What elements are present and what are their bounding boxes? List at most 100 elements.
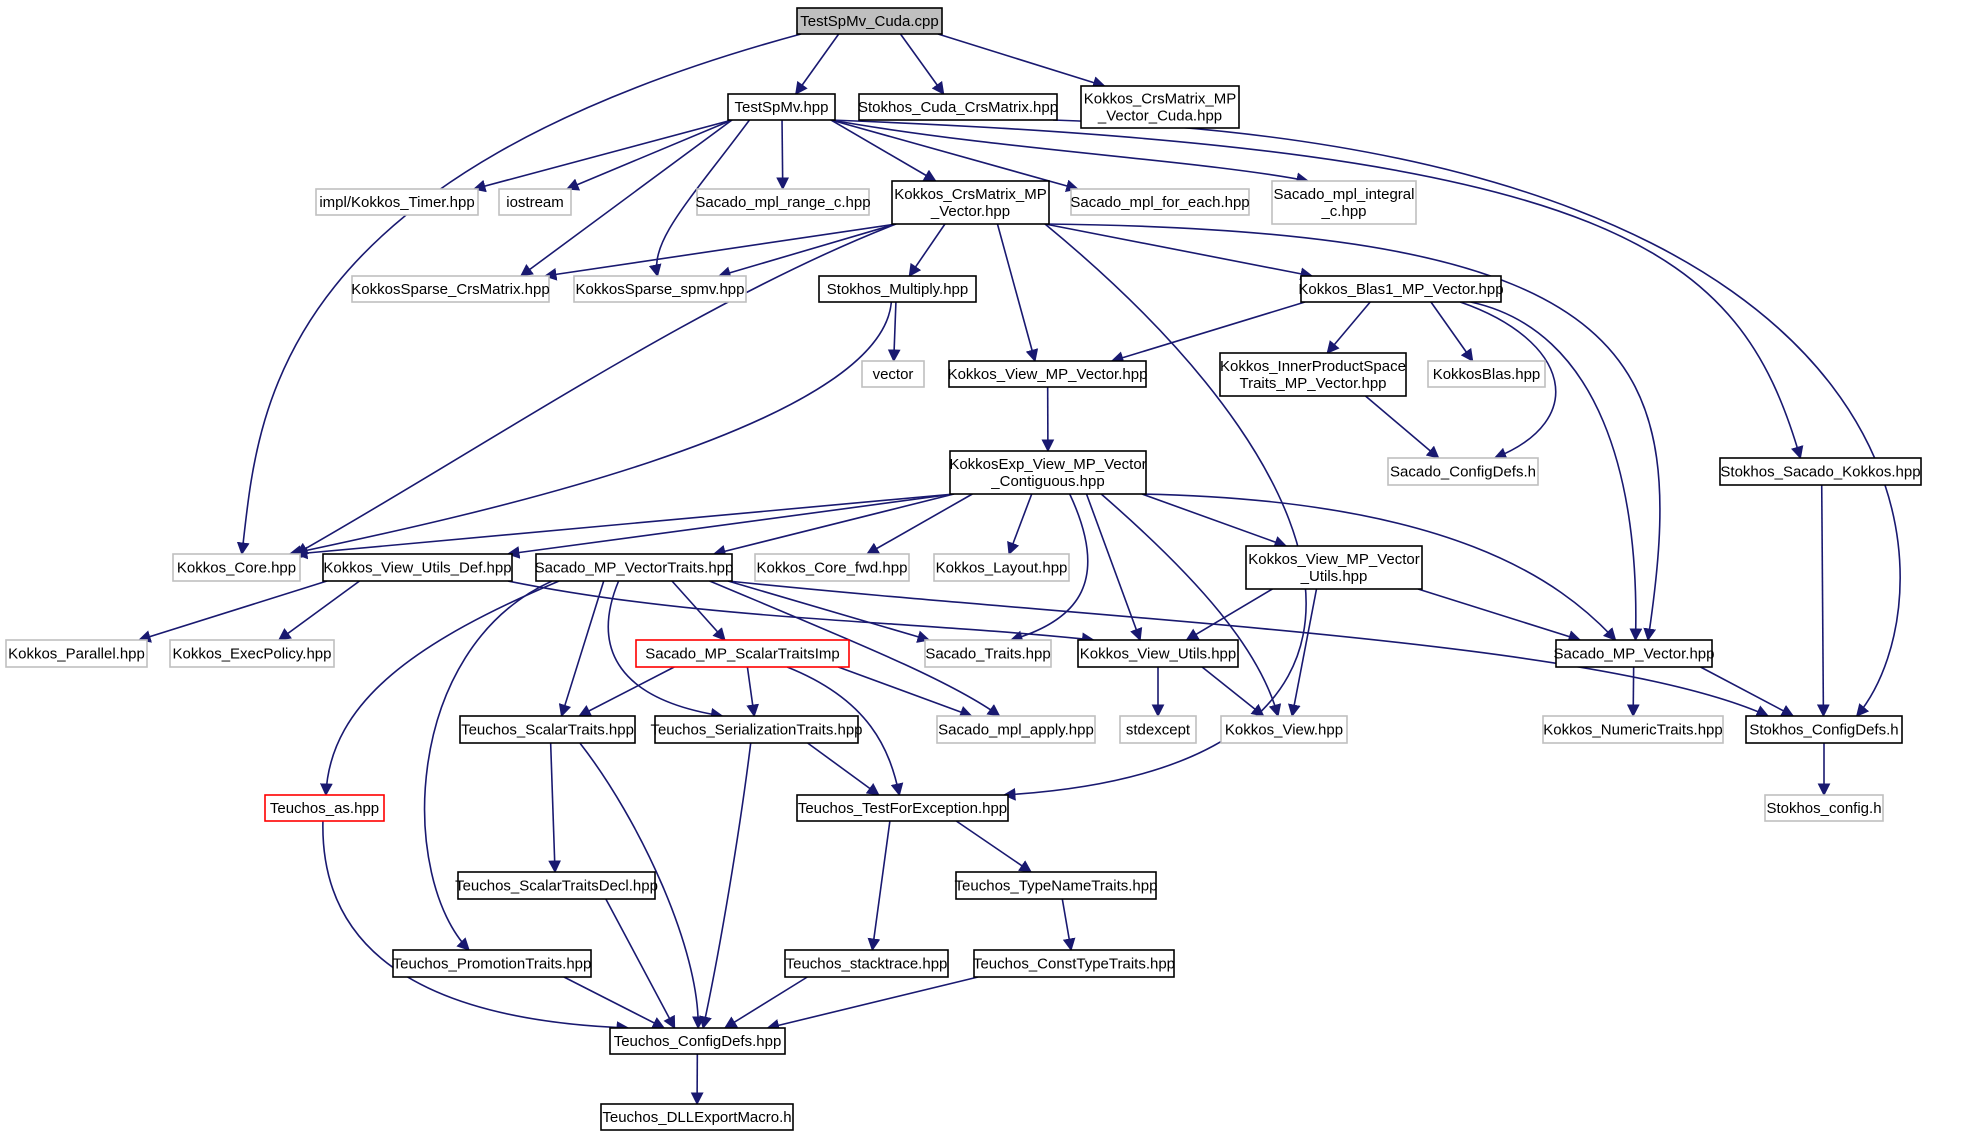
node-teuchos-dllexportmacro-h[interactable]: Teuchos_DLLExportMacro.h [600,1103,794,1131]
node-teuchos-configdefs-hpp[interactable]: Teuchos_ConfigDefs.hpp [609,1027,786,1055]
node-box [784,949,949,978]
node-label: Teuchos_SerializationTraits.hpp [650,722,862,739]
node-kokkos-view-mp-vector-utils-hpp[interactable]: Kokkos_View_MP_Vector_Utils.hpp [1245,545,1423,590]
node-label: Stokhos_Cuda_CrsMatrix.hpp [858,99,1058,116]
node-teuchos-testforexception-hpp[interactable]: Teuchos_TestForException.hpp [796,794,1009,822]
node-iostream[interactable]: iostream [498,188,572,216]
node-impl-kokkos-timer-hpp[interactable]: impl/Kokkos_Timer.hpp [315,188,479,216]
node-box [858,93,1058,121]
node-sacado-mpl-apply-hpp[interactable]: Sacado_mpl_apply.hpp [936,715,1096,744]
edge-teuchos-typenametraits-hpp-to-teuchos-consttypetraits-hpp [1061,898,1076,952]
edge-kokkos-blas1-mp-vector-hpp-to-kokkos-view-mp-vector-hpp [1110,301,1306,364]
node-stdexcept[interactable]: stdexcept [1119,715,1197,744]
node-teuchos-scalartraits-hpp[interactable]: Teuchos_ScalarTraits.hpp [459,715,636,744]
node-kokkos-numerictraits-hpp[interactable]: Kokkos_NumericTraits.hpp [1542,715,1724,744]
node-label: Teuchos_ConfigDefs.hpp [614,1033,782,1050]
node-stokhos-cuda-crsmatrix-hpp[interactable]: Stokhos_Cuda_CrsMatrix.hpp [858,93,1058,121]
edge-sacado-mp-vectortraits-hpp-to-teuchos-scalartraits-hpp [558,580,605,718]
node-sacado-mp-vector-hpp[interactable]: Sacado_MP_Vector.hpp [1554,639,1715,668]
node-kokkos-blas1-mp-vector-hpp[interactable]: Kokkos_Blas1_MP_Vector.hpp [1298,275,1504,303]
node-teuchos-as-hpp[interactable]: Teuchos_as.hpp [264,794,385,822]
node-kokkos-crsmatrix-mp-vector-hpp[interactable]: Kokkos_CrsMatrix_MP_Vector.hpp [891,180,1050,225]
node-stokhos-multiply-hpp[interactable]: Stokhos_Multiply.hpp [818,275,977,303]
node-stokhos-configdefs-h[interactable]: Stokhos_ConfigDefs.h [1745,715,1903,744]
edge-kokkos-view-utils-def-hpp-to-kokkos-view-utils-hpp [507,580,1095,646]
node-kokkos-view-utils-hpp[interactable]: Kokkos_View_Utils.hpp [1077,639,1239,668]
node-label: stdexcept [1126,722,1191,739]
node-kokkos-execpolicy-hpp[interactable]: Kokkos_ExecPolicy.hpp [169,639,335,668]
node-box [1555,639,1713,668]
node-box [933,553,1070,582]
node-label: KokkosBlas.hpp [1433,366,1541,383]
node-kokkosblas-hpp[interactable]: KokkosBlas.hpp [1427,360,1546,388]
node-teuchos-promotiontraits-hpp[interactable]: Teuchos_PromotionTraits.hpp [392,949,592,978]
node-kokkos-view-mp-vector-hpp[interactable]: Kokkos_View_MP_Vector.hpp [948,360,1148,388]
edge-teuchos-testforexception-hpp-to-teuchos-typenametraits-hpp [955,820,1033,873]
node-label: Teuchos_ScalarTraits.hpp [461,722,634,739]
edge-kokkos-crsmatrix-mp-vector-hpp-to-stokhos-multiply-hpp [908,223,946,278]
node-box [754,553,910,582]
node-box [315,188,479,216]
node-testspmv-hpp[interactable]: TestSpMv.hpp [727,93,836,121]
node-teuchos-consttypetraits-hpp[interactable]: Teuchos_ConstTypeTraits.hpp [973,949,1175,978]
edge-kokkos-blas1-mp-vector-hpp-to-sacado-mp-vector-hpp [1470,301,1643,642]
edge-kokkosexp-view-mp-vector-contiguous-hpp-to-kokkos-layout-hpp [1007,493,1033,556]
node-sacado-mpl-integral-c-hpp[interactable]: Sacado_mpl_integral_c.hpp [1271,180,1417,225]
edge-kokkos-view-utils-def-hpp-to-kokkos-execpolicy-hpp [277,580,361,641]
edge-testspmv-hpp-to-iostream [565,119,733,191]
node-teuchos-serializationtraits-hpp[interactable]: Teuchos_SerializationTraits.hpp [650,715,863,744]
node-kokkos-innerproductspacetraits-mp-vector-hpp[interactable]: Kokkos_InnerProductSpaceTraits_MP_Vector… [1219,352,1407,397]
node-sacado-mpl-range-c-hpp[interactable]: Sacado_mpl_range_c.hpp [695,188,871,216]
node-box [1719,457,1922,486]
node-kokkossparse-crsmatrix-hpp[interactable]: KokkosSparse_CrsMatrix.hpp [351,275,550,303]
node-sacado-mp-vectortraits-hpp[interactable]: Sacado_MP_VectorTraits.hpp [535,553,734,582]
node-label: Stokhos_ConfigDefs.h [1749,722,1898,739]
node-box [172,553,301,582]
node-kokkosexp-view-mp-vector-contiguous-hpp[interactable]: KokkosExp_View_MP_Vector_Contiguous.hpp [949,450,1147,495]
node-kokkos-layout-hpp[interactable]: Kokkos_Layout.hpp [933,553,1070,582]
node-teuchos-scalartraitsdecl-hpp[interactable]: Teuchos_ScalarTraitsDecl.hpp [455,871,658,900]
node-sacado-mp-scalartraitsimp-hpp[interactable]: Sacado_MP_ScalarTraitsImp [635,639,850,668]
node-kokkos-view-hpp[interactable]: Kokkos_View.hpp [1220,715,1348,744]
node-vector[interactable]: vector [861,360,925,388]
node-label: Teuchos_as.hpp [270,800,379,817]
node-label: Kokkos_CrsMatrix_MP [1084,91,1237,108]
node-stokhos-config-h[interactable]: Stokhos_config.h [1764,794,1884,822]
node-testspmv-cuda-cpp[interactable]: TestSpMv_Cuda.cpp [796,7,943,35]
edge-kokkos-view-utils-def-hpp-to-kokkos-parallel-hpp [137,580,328,643]
node-sacado-configdefs-h[interactable]: Sacado_ConfigDefs.h [1387,457,1539,486]
node-label: Kokkos_View_Utils_Def.hpp [323,560,511,577]
node-label: Sacado_MP_Vector.hpp [1554,646,1715,663]
edge-teuchos-consttypetraits-hpp-to-teuchos-configdefs-hpp [766,976,979,1032]
node-kokkos-parallel-hpp[interactable]: Kokkos_Parallel.hpp [5,639,148,668]
node-kokkos-core-fwd-hpp[interactable]: Kokkos_Core_fwd.hpp [754,553,910,582]
edge-sacado-mp-vectortraits-hpp-to-stokhos-configdefs-h [727,580,1770,718]
node-kokkos-crsmatrix-mp-vector-cuda-hpp[interactable]: Kokkos_CrsMatrix_MP_Vector_Cuda.hpp [1080,85,1240,129]
edge-kokkos-blas1-mp-vector-hpp-to-sacado-configdefs-h [1459,301,1557,460]
edge-kokkos-crsmatrix-mp-vector-hpp-to-kokkos-core-hpp [294,223,897,555]
node-sacado-traits-hpp[interactable]: Sacado_Traits.hpp [924,639,1052,668]
node-label: KokkosSparse_spmv.hpp [576,281,745,298]
node-teuchos-typenametraits-hpp[interactable]: Teuchos_TypeNameTraits.hpp [955,871,1158,900]
node-box [727,93,836,121]
node-label: _c.hpp [1320,203,1366,220]
node-label: _Vector.hpp [930,203,1010,220]
node-label: Stokhos_config.h [1766,800,1881,817]
node-label: Kokkos_View_Utils.hpp [1080,646,1236,663]
node-box [392,949,592,978]
node-kokkos-view-utils-def-hpp[interactable]: Kokkos_View_Utils_Def.hpp [322,553,513,582]
edge-sacado-mp-vectortraits-hpp-to-teuchos-promotiontraits-hpp [423,580,553,951]
edge-kokkosexp-view-mp-vector-contiguous-hpp-to-kokkos-core-fwd-hpp [865,493,973,555]
node-kokkossparse-spmv-hpp[interactable]: KokkosSparse_spmv.hpp [573,275,747,303]
node-stokhos-sacado-kokkos-hpp[interactable]: Stokhos_Sacado_Kokkos.hpp [1719,457,1922,486]
node-box [264,794,385,822]
node-sacado-mpl-for-each-hpp[interactable]: Sacado_mpl_for_each.hpp [1070,188,1250,216]
edge-kokkosexp-view-mp-vector-contiguous-hpp-to-sacado-mp-vector-hpp [1141,493,1617,641]
node-box [654,715,859,744]
edge-teuchos-stacktrace-hpp-to-teuchos-configdefs-hpp [723,976,808,1029]
node-kokkos-core-hpp[interactable]: Kokkos_Core.hpp [172,553,301,582]
edge-sacado-mp-scalartraitsimp-hpp-to-sacado-mpl-apply-hpp [837,666,973,719]
node-label: _Utils.hpp [1300,568,1368,585]
node-teuchos-stacktrace-hpp[interactable]: Teuchos_stacktrace.hpp [784,949,949,978]
edge-teuchos-scalartraitsdecl-hpp-to-teuchos-configdefs-hpp [605,898,676,1030]
